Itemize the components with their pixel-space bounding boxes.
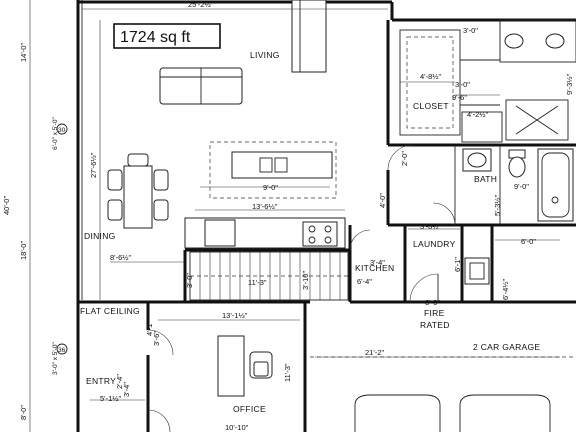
living-furniture — [159, 0, 327, 105]
marker-36: 36 — [58, 347, 66, 354]
dim-small-30b: 3'-0" — [455, 80, 470, 89]
closet — [399, 19, 576, 143]
room-office: OFFICE — [233, 404, 266, 414]
dim-kitchen-small2: 6'-4" — [357, 277, 372, 286]
kitchen-island — [209, 141, 337, 199]
fire-note: FIRE — [424, 308, 445, 318]
dim-small-41: 4'-1" — [145, 321, 154, 336]
dim-entry-w: 5'-1½" — [100, 394, 122, 403]
dim-left-18: 18'-0" — [19, 241, 28, 260]
sqft-label: 1724 sq ft — [120, 29, 191, 46]
dim-entry-v: 3'-4" — [122, 382, 131, 397]
dim-small-30: 3'-0" — [185, 273, 194, 288]
room-labels: LIVING DINING KITCHEN CLOSET BATH LAUNDR… — [80, 50, 540, 414]
room-garage: 2 CAR GARAGE — [473, 342, 540, 352]
dim-small-36: 3'-6" — [152, 331, 161, 346]
dim-closet-w2: 9'-6" — [452, 93, 467, 102]
stairs — [189, 251, 349, 301]
dim-kitchen-w: 13'-6½" — [252, 202, 278, 211]
room-closet: CLOSET — [413, 101, 449, 111]
dim-bath-side: 5'-3½" — [493, 194, 502, 216]
room-dining: DINING — [84, 231, 116, 241]
room-living: LIVING — [250, 50, 280, 60]
bath-fixtures — [454, 145, 574, 225]
dim-left-14: 14'-0" — [19, 43, 28, 62]
dim-office-h: 11'-3" — [283, 363, 292, 382]
dim-small-61: 6'-1" — [453, 257, 462, 272]
dim-small-24: 2'-4" — [115, 374, 124, 389]
dim-stair-len: 11'-3" — [248, 278, 267, 287]
elevation-markers: 30 36 — [56, 123, 68, 355]
dim-island: 9'-0" — [263, 183, 278, 192]
dim-top-small: 3'-0" — [463, 26, 478, 35]
dim-top-width: 25'-2½" — [188, 0, 214, 9]
dim-bath-w: 9'-0" — [514, 182, 529, 191]
dim-bath-depth: 9'-3½" — [565, 73, 574, 95]
office-furniture — [217, 335, 273, 397]
dim-office-w: 13'-1½" — [222, 311, 248, 320]
door-swings — [147, 144, 456, 432]
dim-closet-w: 4'-8½" — [420, 72, 442, 81]
dimension-lines — [29, 0, 560, 432]
marker-30: 30 — [58, 127, 66, 134]
dim-garage-6: 6'-0" — [521, 237, 536, 246]
dim-stair-w: 3'-10" — [301, 271, 310, 290]
flat-ceiling-note: FLAT CEILING — [80, 306, 140, 316]
dining-table — [107, 153, 169, 229]
sqft-badge: 1724 sq ft — [113, 23, 221, 49]
dim-window-upper: 6'-0" x 5'-0" — [52, 117, 59, 150]
kitchen-counter — [184, 217, 346, 249]
dim-garage-w: 21'-2" — [365, 348, 384, 357]
room-entry: ENTRY — [86, 376, 116, 386]
room-kitchen: KITCHEN — [355, 263, 394, 273]
dim-garage-side: 6'-4½" — [501, 278, 510, 300]
garage-doors — [310, 356, 576, 432]
dim-office-w2: 10'-10" — [225, 423, 249, 432]
dim-hall-w: 3'-8½" — [420, 222, 442, 231]
walls — [76, 0, 576, 432]
dim-left-40: 40'-0" — [2, 196, 11, 215]
dim-closet-small: 4'-2½" — [467, 110, 489, 119]
dim-living-depth: 27'-6½" — [89, 152, 98, 178]
dim-small-20: 2'-0" — [400, 151, 409, 166]
dim-kitchen-small: 3'-4" — [370, 258, 385, 267]
rated-note: RATED — [420, 320, 450, 330]
dim-dining-w: 8'-6½" — [110, 253, 132, 262]
dim-left-8: 8'-0" — [19, 405, 28, 420]
dim-kitchen-v: 4'-0" — [378, 193, 387, 208]
room-laundry: LAUNDRY — [413, 239, 456, 249]
laundry-fixtures — [409, 257, 490, 303]
dim-door-30: 3'-0" — [425, 298, 440, 307]
room-bath: BATH — [474, 174, 497, 184]
dim-window-lower: 3'-0" x 5'-0" — [52, 342, 59, 375]
